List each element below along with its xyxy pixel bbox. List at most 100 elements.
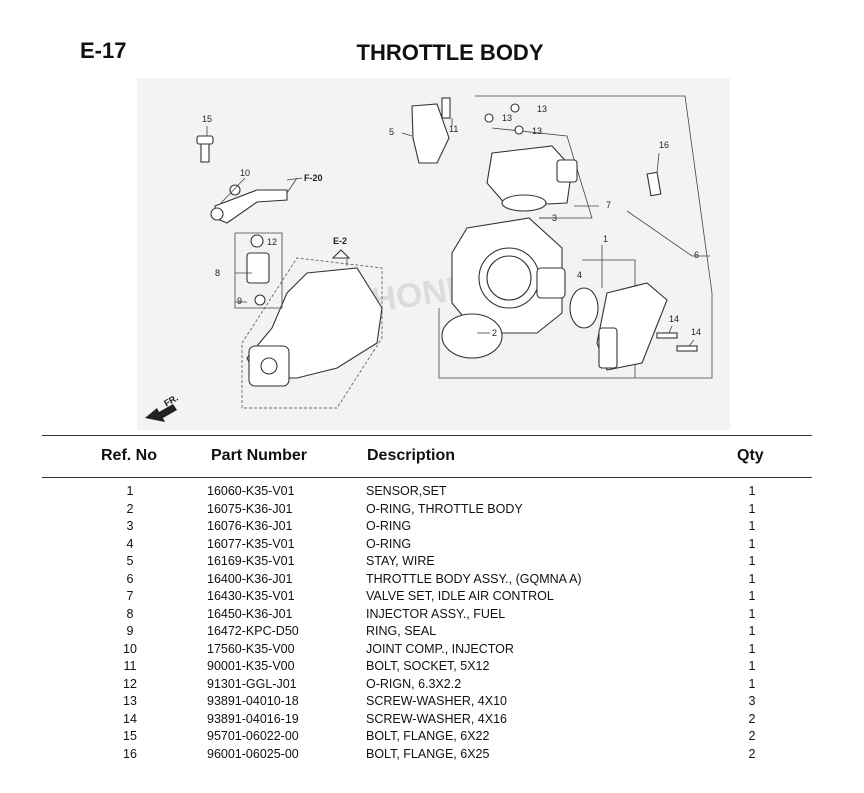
cell-part-number: 16450-K36-J01 [207,606,293,621]
cell-part-number: 17560-K35-V00 [207,641,295,656]
cell-qty: 1 [748,484,756,498]
cell-qty: 1 [748,554,756,568]
ref-f20: F-20 [304,173,323,183]
table-row: 9 16472-KPC-D50 RING, SEAL 1 [0,623,864,641]
callout-13c: 13 [532,126,542,136]
cell-qty: 2 [748,711,756,726]
cell-ref: 12 [123,676,137,691]
cell-ref: 4 [126,536,134,551]
page-code: E-17 [80,38,127,63]
table-row: 7 16430-K35-V01 VALVE SET, IDLE AIR CONTRO… [0,588,864,606]
table-row: 13 93891-04010-18 SCREW-WASHER, 4X10 3 [0,693,864,711]
table-row: 16 96001-06025-00 BOLT, FLANGE, 6X25 2 [0,746,864,764]
cell-part-number: 91301-GGL-J01 [207,676,297,691]
callout-13a: 13 [502,113,512,123]
cell-part-number: 16075-K36-J01 [207,501,293,516]
cell-description: RING, SEAL [366,624,437,638]
cell-part-number: 16077-K35-V01 [207,536,295,551]
callout-12: 12 [267,237,277,247]
callout-7: 7 [606,200,611,210]
callout-16: 16 [659,140,669,150]
callout-15: 15 [202,114,212,124]
cell-qty: 1 [748,606,756,621]
cell-ref: 5 [126,554,134,568]
cell-description: BOLT, SOCKET, 5X12 [366,659,490,673]
cell-ref: 8 [126,606,134,621]
cell-qty: 1 [748,571,756,586]
cell-ref: 13 [123,694,137,708]
table-row: 6 16400-K36-J01 THROTTLE BODY ASSY., (GQMN… [0,571,864,589]
callout-1: 1 [603,234,608,244]
cell-qty: 2 [748,746,756,761]
cell-qty: 1 [748,536,756,551]
callout-4: 4 [577,270,582,280]
cell-description: O-RING [366,536,412,551]
col-header-ref: Ref. No [101,447,157,464]
ref-e2: E-2 [333,236,347,246]
cell-part-number: 16430-K35-V01 [207,589,295,603]
cell-description: O-RING [366,519,412,533]
cell-description: SCREW-WASHER, 4X10 [366,694,508,708]
col-header-desc: Description [367,447,456,464]
cell-ref: 2 [126,501,134,516]
cell-ref: 9 [126,624,134,638]
cell-qty: 3 [748,694,756,708]
callout-2: 2 [492,328,497,338]
ref-front: FR. [162,393,180,409]
cell-part-number: 96001-06025-00 [207,746,299,761]
cell-description: VALVE SET, IDLE AIR CONTROL [366,589,554,603]
cell-ref: 7 [126,589,134,603]
callout-10: 10 [240,168,250,178]
table-row: 14 93891-04016-19 SCREW-WASHER, 4X16 2 [0,711,864,729]
cell-part-number: 16169-K35-V01 [207,554,295,568]
cell-part-number: 16400-K36-J01 [207,571,293,586]
cell-description: SENSOR,SET [366,484,447,498]
exploded-parts-diagram: HONDA [137,78,730,430]
cell-part-number: 16076-K36-J01 [207,519,293,533]
callout-3: 3 [552,213,557,223]
cell-part-number: 16472-KPC-D50 [207,624,299,638]
page-title: THROTTLE BODY [356,40,544,65]
cell-description: BOLT, FLANGE, 6X25 [366,746,490,761]
cell-qty: 1 [748,519,756,533]
callout-14b: 14 [691,327,701,337]
cell-ref: 14 [123,711,137,726]
cell-ref: 3 [126,519,134,533]
col-header-qty: Qty [737,447,764,464]
callout-11: 11 [449,124,458,134]
cell-description: BOLT, FLANGE, 6X22 [366,729,490,743]
cell-qty: 1 [748,641,756,656]
table-row: 5 16169-K35-V01 STAY, WIRE 1 [0,553,864,571]
cell-qty: 1 [748,624,756,638]
cell-description: SCREW-WASHER, 4X16 [366,711,508,726]
cell-description: THROTTLE BODY ASSY., (GQMNA A) [366,571,582,586]
cell-description: INJECTOR ASSY., FUEL [366,606,506,621]
cell-description: JOINT COMP., INJECTOR [366,641,514,656]
cell-qty: 1 [748,501,756,516]
callout-13b: 13 [537,104,547,114]
cell-qty: 1 [748,659,756,673]
cell-part-number: 93891-04010-18 [207,694,299,708]
cell-description: STAY, WIRE [366,554,435,568]
table-row: 4 16077-K35-V01 O-RING 1 [0,536,864,554]
table-row: 3 16076-K36-J01 O-RING 1 [0,518,864,536]
col-header-part: Part Number [211,447,308,464]
cell-qty: 1 [748,589,756,603]
table-header-rule [42,477,812,478]
cell-part-number: 95701-06022-00 [207,729,299,743]
cell-ref: 16 [123,746,137,761]
cell-ref: 10 [123,641,137,656]
cell-ref: 1 [126,484,134,498]
callout-14a: 14 [669,314,679,324]
cell-qty: 2 [748,729,756,743]
callout-5: 5 [389,127,394,137]
table-row: 10 17560-K35-V00 JOINT COMP., INJECTOR 1 [0,641,864,659]
cell-description: O-RING, THROTTLE BODY [366,501,523,516]
cell-part-number: 93891-04016-19 [207,711,299,726]
cell-ref: 6 [126,571,134,586]
cell-qty: 1 [748,676,756,691]
